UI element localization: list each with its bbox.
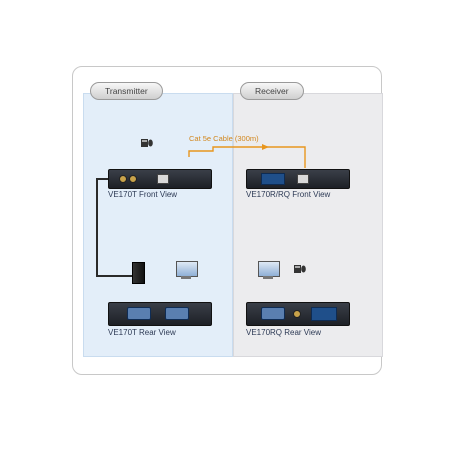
audio-jack-icon [293, 310, 301, 318]
mic-jack-icon [129, 175, 137, 183]
diagram-frame: Transmitter VE170T Front View VE170T Rea… [72, 66, 383, 375]
tx-wire-bottom [96, 275, 132, 277]
audio-jack-icon [119, 175, 127, 183]
ve170t-rear-device [108, 302, 212, 326]
rj45-port-icon [297, 174, 309, 184]
ve170r-front-caption: VE170R/RQ Front View [246, 190, 331, 199]
ve170rq-rear-caption: VE170RQ Rear View [246, 328, 321, 337]
transmitter-tab: Transmitter [90, 82, 163, 100]
vga-port-icon [127, 307, 151, 320]
transmitter-panel: Transmitter VE170T Front View VE170T Rea… [83, 82, 233, 357]
ve170t-front-caption: VE170T Front View [108, 190, 178, 199]
keyboard-mouse-icon [141, 139, 153, 147]
terminal-block-icon [311, 307, 337, 321]
ve170r-front-device [246, 169, 350, 189]
dip-switch-icon [261, 173, 285, 185]
tx-front-to-pc-wire [96, 178, 98, 276]
receiver-tab: Receiver [240, 82, 304, 100]
ve170t-rear-caption: VE170T Rear View [108, 328, 176, 337]
cable-label: Cat 5e Cable (300m) [189, 134, 259, 143]
pc-tower-icon [132, 262, 145, 284]
ve170t-front-device [108, 169, 212, 189]
keyboard-mouse-icon [294, 265, 306, 273]
monitor-icon [176, 261, 198, 277]
monitor-stand [263, 276, 273, 279]
receiver-panel: Receiver VE170R/RQ Front View VE170RQ Re… [233, 82, 383, 357]
ve170rq-rear-device [246, 302, 350, 326]
vga-port-icon [165, 307, 189, 320]
rj45-port-icon [157, 174, 169, 184]
tx-wire-hook [96, 178, 110, 180]
vga-port-icon [261, 307, 285, 320]
monitor-icon [258, 261, 280, 277]
monitor-stand [181, 276, 191, 279]
